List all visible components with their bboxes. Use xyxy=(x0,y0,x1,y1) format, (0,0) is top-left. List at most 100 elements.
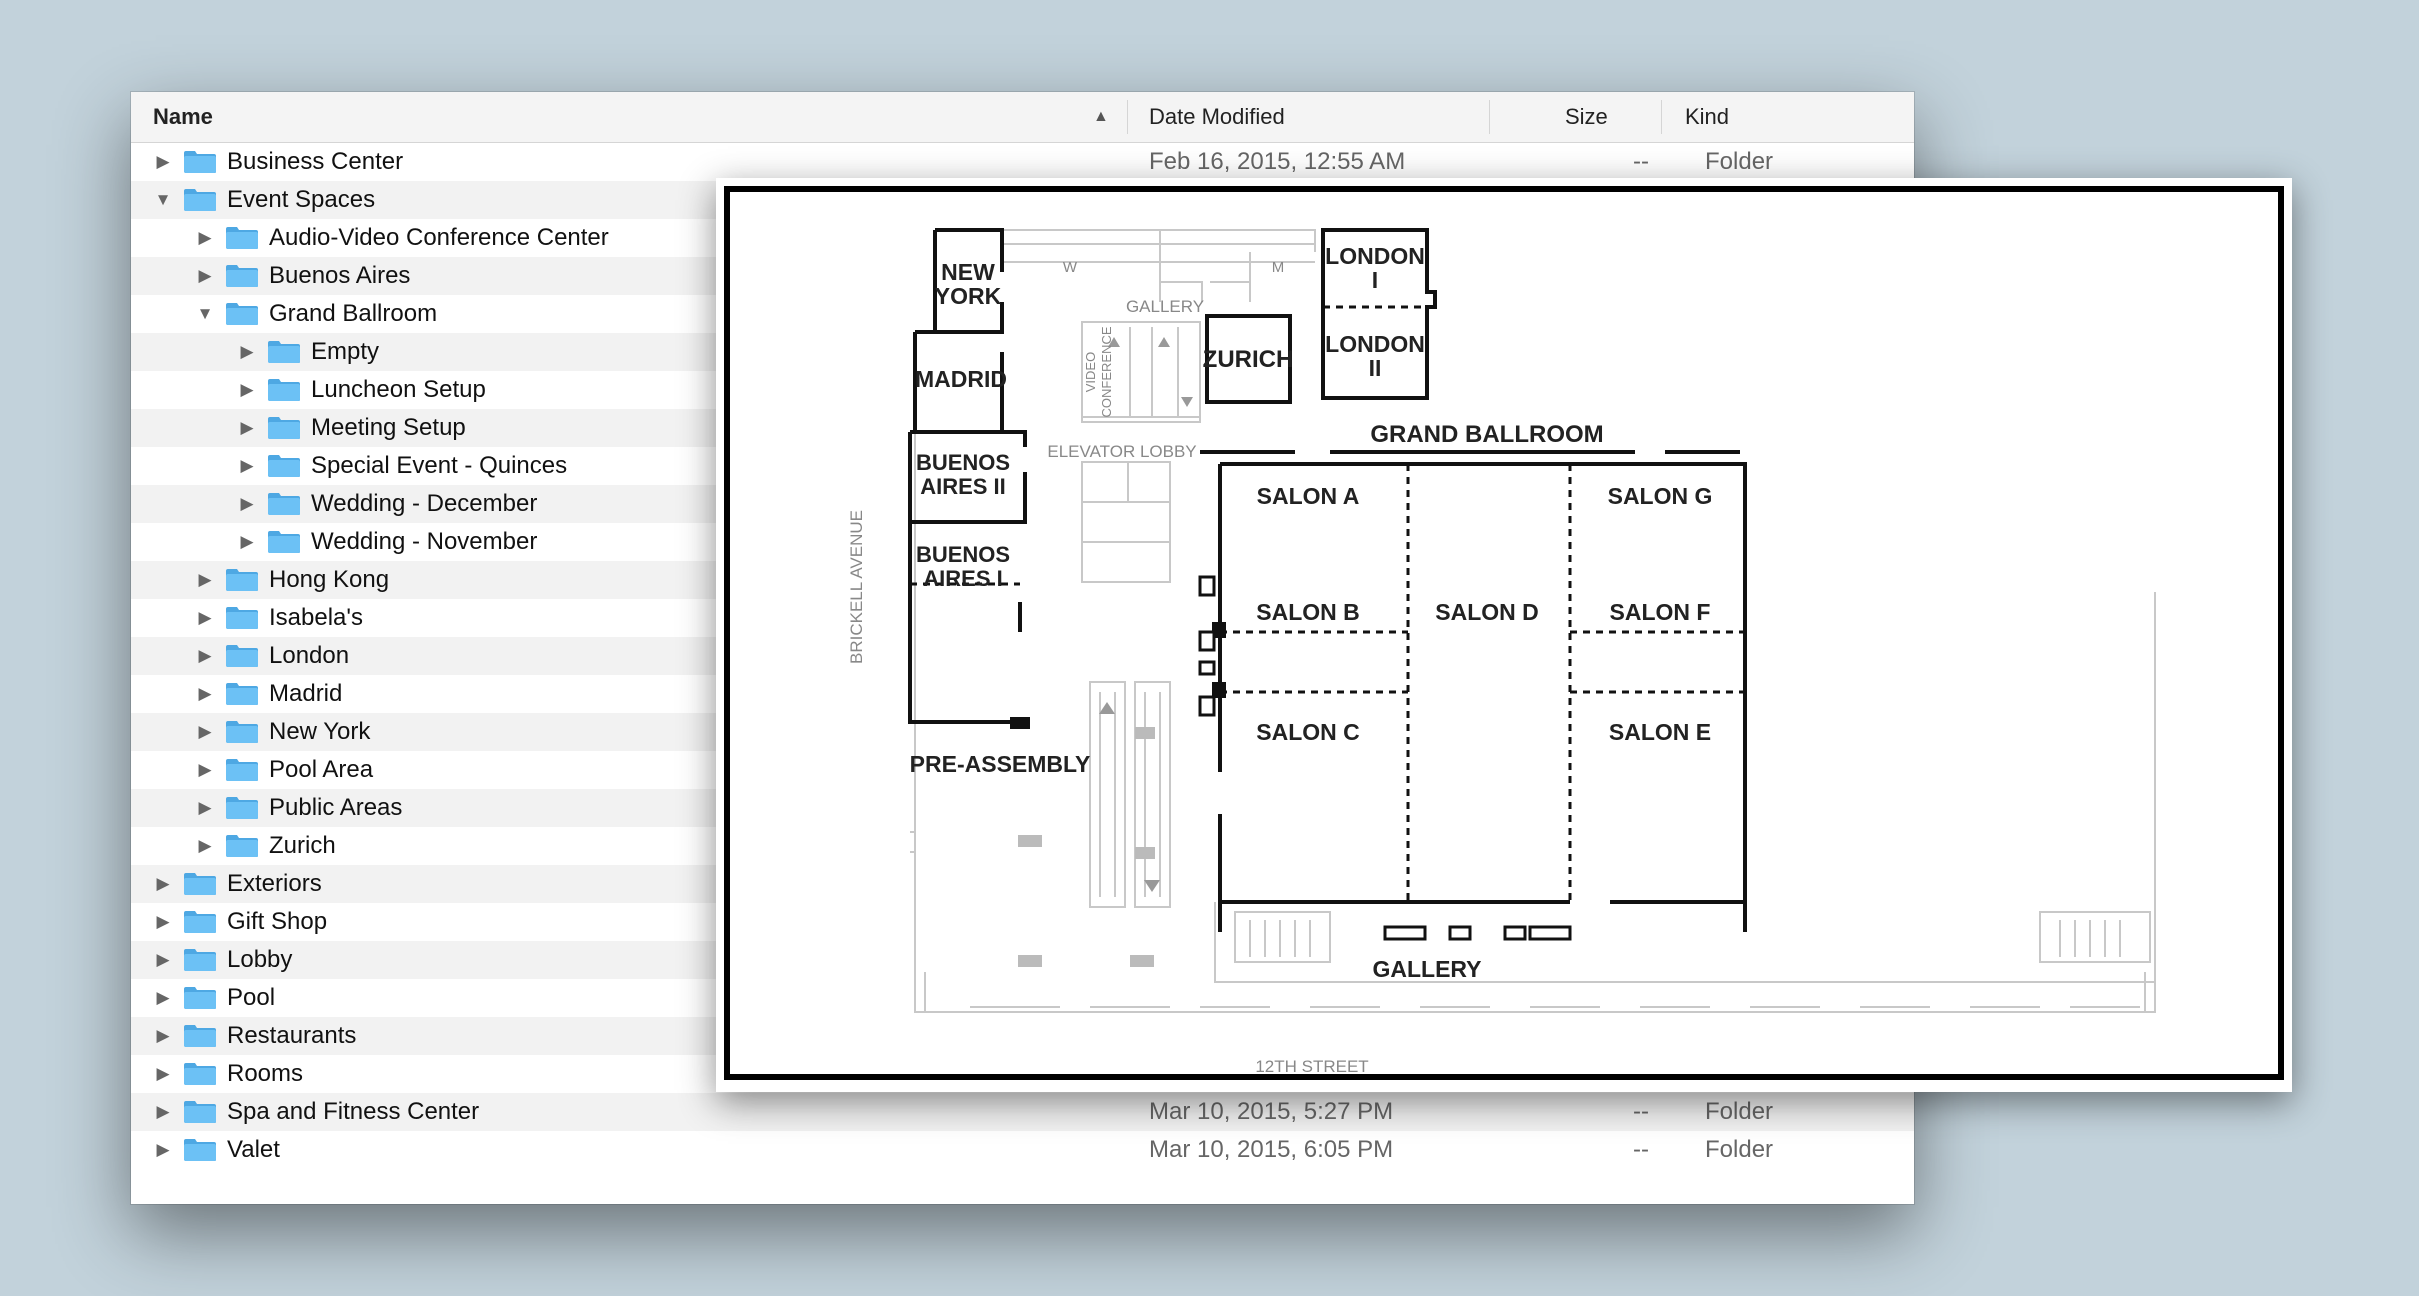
file-name: Buenos Aires xyxy=(269,262,411,289)
room-label-london-ii: LONDON xyxy=(1325,331,1425,357)
column-header-bar: Name ▲ Date Modified Size Kind xyxy=(131,92,1914,143)
disclosure-collapsed-icon[interactable]: ▶ xyxy=(198,798,212,817)
disclosure-collapsed-icon[interactable]: ▶ xyxy=(198,722,212,741)
disclosure-expanded-icon[interactable]: ▼ xyxy=(196,304,214,323)
file-row[interactable]: ▶Pool Area xyxy=(131,751,1914,789)
room-label-buenos-aires-i: BUENOS xyxy=(916,542,1010,567)
file-row[interactable]: ▶Gift Shop xyxy=(131,903,1914,941)
file-name: Rooms xyxy=(227,1060,304,1087)
folder-icon xyxy=(183,1024,217,1048)
folder-icon xyxy=(183,188,217,212)
folder-icon xyxy=(225,226,259,250)
disclosure-collapsed-icon[interactable]: ▶ xyxy=(156,988,170,1007)
floor-plan-drawing: NEW YORK MADRID BUENOS AIRES II BUENOS A… xyxy=(847,228,2156,1074)
folder-icon xyxy=(225,264,259,288)
street-label-brickell-avenue: BRICKELL AVENUE xyxy=(847,510,866,664)
sort-ascending-icon[interactable]: ▲ xyxy=(1093,108,1109,125)
folder-icon xyxy=(267,378,301,402)
file-row[interactable]: ▶Wedding - November xyxy=(131,523,1914,561)
file-name: Pool xyxy=(227,984,276,1011)
file-kind: Folder xyxy=(1705,148,1774,175)
column-divider[interactable] xyxy=(1489,100,1490,134)
folder-icon xyxy=(183,1100,217,1124)
file-row[interactable]: ▶Special Event - Quinces xyxy=(131,447,1914,485)
room-label-buenos-aires-ii-2: AIRES II xyxy=(920,474,1006,499)
disclosure-collapsed-icon[interactable]: ▶ xyxy=(198,760,212,779)
file-name: Wedding - December xyxy=(311,490,538,517)
disclosure-collapsed-icon[interactable]: ▶ xyxy=(240,380,254,399)
column-header-name[interactable]: Name xyxy=(153,104,213,129)
file-row[interactable]: ▶Audio-Video Conference Center xyxy=(131,219,1914,257)
file-row[interactable]: ▶Zurich xyxy=(131,827,1914,865)
area-label-gallery-bottom: GALLERY xyxy=(1372,956,1481,982)
file-name: Public Areas xyxy=(269,794,403,821)
room-label-zurich: ZURICH xyxy=(1203,346,1294,373)
room-label-buenos-aires-ii: BUENOS xyxy=(916,450,1010,475)
file-name: Hong Kong xyxy=(269,566,390,593)
file-name: London xyxy=(269,642,350,669)
room-label-salon-c: SALON C xyxy=(1256,719,1360,745)
disclosure-collapsed-icon[interactable]: ▶ xyxy=(198,836,212,855)
column-header-kind[interactable]: Kind xyxy=(1685,104,1730,129)
escalator-arrows xyxy=(1099,337,1193,892)
file-row[interactable]: ▶ Rooms xyxy=(131,1055,1914,1093)
disclosure-collapsed-icon[interactable]: ▶ xyxy=(156,1026,170,1045)
disclosure-collapsed-icon[interactable]: ▶ xyxy=(198,228,212,247)
column-divider[interactable] xyxy=(1127,100,1128,134)
disclosure-collapsed-icon[interactable]: ▶ xyxy=(156,874,170,893)
disclosure-collapsed-icon[interactable]: ▶ xyxy=(198,684,212,703)
disclosure-collapsed-icon[interactable]: ▶ xyxy=(198,570,212,589)
column-header-date-modified[interactable]: Date Modified xyxy=(1149,104,1285,129)
folder-icon xyxy=(225,834,259,858)
disclosure-collapsed-icon[interactable]: ▶ xyxy=(156,1102,170,1121)
file-row[interactable]: ▶ Pool xyxy=(131,979,1914,1017)
disclosure-collapsed-icon[interactable]: ▶ xyxy=(198,608,212,627)
disclosure-collapsed-icon[interactable]: ▶ xyxy=(156,1064,170,1083)
folder-icon xyxy=(183,872,217,896)
file-row[interactable]: ▼Grand Ballroom xyxy=(131,295,1914,333)
disclosure-collapsed-icon[interactable]: ▶ xyxy=(240,494,254,513)
plan-room-walls xyxy=(908,228,1747,932)
file-name: Empty xyxy=(311,338,380,365)
file-date-modified: Feb 16, 2015, 12:55 AM xyxy=(1149,148,1406,175)
room-label-salon-b: SALON B xyxy=(1256,599,1360,625)
disclosure-collapsed-icon[interactable]: ▶ xyxy=(156,912,170,931)
file-row[interactable]: ▶Madrid xyxy=(131,675,1914,713)
folder-icon xyxy=(225,758,259,782)
room-label-salon-g: SALON G xyxy=(1608,483,1713,509)
folder-icon xyxy=(267,492,301,516)
disclosure-expanded-icon[interactable]: ▼ xyxy=(154,190,172,209)
column-header-size[interactable]: Size xyxy=(1565,104,1608,129)
folder-icon xyxy=(183,1062,217,1086)
disclosure-collapsed-icon[interactable]: ▶ xyxy=(156,1140,170,1159)
folder-icon xyxy=(183,910,217,934)
file-row[interactable]: ▶Isabela's xyxy=(131,599,1914,637)
disclosure-collapsed-icon[interactable]: ▶ xyxy=(156,152,170,171)
room-label-new-york: NEW xyxy=(941,259,995,285)
file-size: -- xyxy=(1633,148,1649,175)
column-divider[interactable] xyxy=(1661,100,1662,134)
area-label-conference: CONFERENCE xyxy=(1099,326,1114,417)
disclosure-collapsed-icon[interactable]: ▶ xyxy=(240,418,254,437)
plan-markers xyxy=(1010,622,1226,729)
folder-icon xyxy=(183,986,217,1010)
file-size: -- xyxy=(1633,1136,1649,1163)
floor-plan-border: NEW YORK MADRID BUENOS AIRES II BUENOS A… xyxy=(724,186,2284,1080)
disclosure-collapsed-icon[interactable]: ▶ xyxy=(240,342,254,361)
disclosure-collapsed-icon[interactable]: ▶ xyxy=(156,950,170,969)
disclosure-collapsed-icon[interactable]: ▶ xyxy=(198,266,212,285)
disclosure-collapsed-icon[interactable]: ▶ xyxy=(198,646,212,665)
room-label-london-ii-2: II xyxy=(1369,355,1382,381)
disclosure-collapsed-icon[interactable]: ▶ xyxy=(240,456,254,475)
room-label-new-york-2: YORK xyxy=(935,283,1002,309)
disclosure-collapsed-icon[interactable]: ▶ xyxy=(240,532,254,551)
folder-icon xyxy=(225,606,259,630)
file-name: Event Spaces xyxy=(227,186,376,213)
area-label-w: W xyxy=(1063,259,1078,276)
file-row[interactable]: ▶Luncheon Setup xyxy=(131,371,1914,409)
area-label-elevator-lobby: ELEVATOR LOBBY xyxy=(1047,442,1196,461)
file-name: Spa and Fitness Center xyxy=(227,1098,480,1125)
